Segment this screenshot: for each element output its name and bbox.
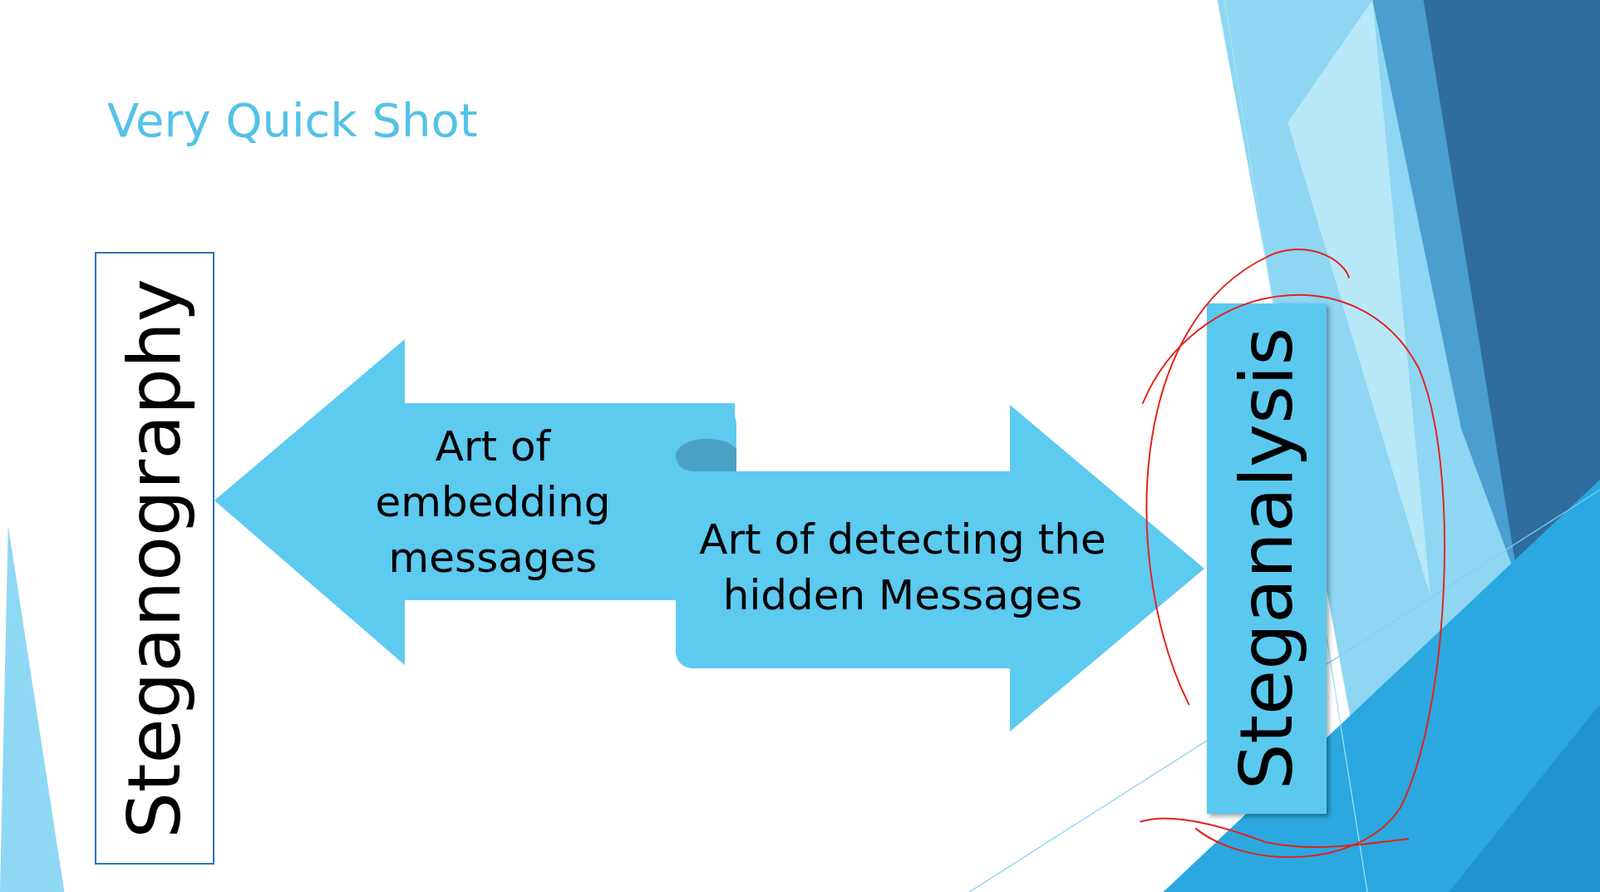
arrow-body: [675, 403, 1205, 732]
slide-title: Very Quick Shot: [107, 93, 478, 148]
arrow-outline: [675, 403, 1205, 732]
band-deep: [1448, 704, 1600, 892]
thin-line: [1224, 0, 1368, 892]
arrow-label: Art of detecting the hidden Messages: [686, 512, 1119, 624]
left-arrow-shape: Art of embedding messages: [214, 339, 735, 665]
scroll-curl: [675, 438, 737, 472]
scroll-arrow-shape: Art of detecting the hidden Messages: [675, 403, 1205, 732]
corner-triangle: [0, 525, 64, 892]
red-circle-stroke: [1146, 249, 1349, 704]
red-circle-stroke: [1142, 295, 1445, 857]
arrow-body: [214, 339, 735, 665]
term-label: Steganography: [118, 278, 192, 839]
term-label: Steganalysis: [1230, 327, 1304, 791]
term-box: Steganography: [94, 251, 215, 865]
arrow-label: Art of embedding messages: [339, 418, 647, 586]
term-box: Steganalysis: [1206, 303, 1327, 814]
red-underline-stroke: [1141, 817, 1409, 847]
